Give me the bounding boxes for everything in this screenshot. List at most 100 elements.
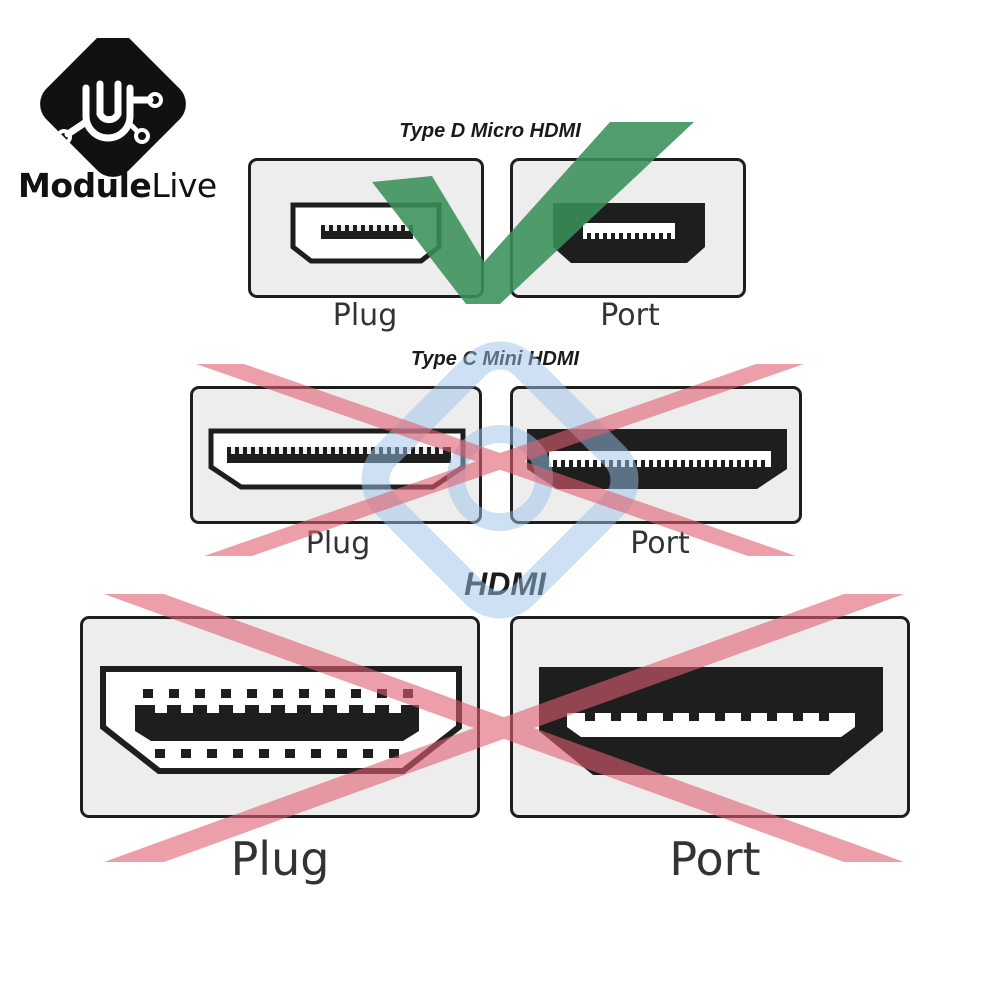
connector-pin	[359, 447, 363, 454]
connector-pin	[729, 460, 733, 467]
connector-pin	[263, 447, 267, 454]
connector-pin	[761, 460, 765, 467]
connector-pin	[657, 460, 661, 467]
hdmi-port-box	[510, 616, 910, 818]
connector-pin	[337, 705, 349, 713]
connector-pin	[617, 460, 621, 467]
connector-pin	[721, 460, 725, 467]
connector-pin	[351, 447, 355, 454]
connector-pin	[681, 460, 685, 467]
section-title-hdmi: HDMI	[464, 566, 546, 602]
type-d-plug-label: Plug	[332, 298, 398, 333]
connector-pin	[611, 713, 621, 721]
connector-pin	[233, 749, 243, 758]
hdmi-plug-label: Plug	[230, 832, 330, 886]
type-d-port-box	[510, 158, 746, 298]
connector-pin	[327, 447, 331, 454]
connector-pin	[585, 713, 595, 721]
connector-pin	[273, 689, 283, 698]
connector-pin	[715, 713, 725, 721]
connector-pin	[375, 447, 379, 454]
connector-pin	[255, 447, 259, 454]
connector-pin	[767, 713, 777, 721]
connector-pin	[143, 689, 153, 698]
connector-pin	[311, 749, 321, 758]
connector-pin	[233, 705, 245, 713]
connector-pin	[601, 460, 605, 467]
hdmi-plug-box	[80, 616, 480, 818]
connector-pin	[311, 447, 315, 454]
connector-pin	[391, 447, 395, 454]
connector-pin	[367, 447, 371, 454]
connector-pin	[553, 460, 557, 467]
section-title-type-d: Type D Micro HDMI	[399, 120, 581, 142]
connector-pin	[663, 713, 673, 721]
connector-pin	[741, 713, 751, 721]
type-c-plug-box	[190, 386, 482, 524]
connector-pin	[303, 447, 307, 454]
connector-pin	[325, 689, 335, 698]
connector-pin	[665, 460, 669, 467]
connector-pin	[577, 460, 581, 467]
type-d-plug-box	[248, 158, 484, 298]
connector-pin	[311, 705, 323, 713]
connector-pin	[383, 447, 387, 454]
connector-pin	[207, 705, 219, 713]
connector-pin	[363, 705, 375, 713]
connector-pin	[423, 447, 427, 454]
connector-pin	[247, 447, 251, 454]
connector-pin	[439, 447, 443, 454]
connector-pin	[637, 713, 647, 721]
modulelive-logo-icon	[40, 31, 186, 177]
connector-pin	[705, 460, 709, 467]
connector-pin	[295, 447, 299, 454]
connector-pin	[585, 460, 589, 467]
connector-pin	[181, 749, 191, 758]
connector-pin	[259, 749, 269, 758]
connector-pin	[285, 749, 295, 758]
connector-pin	[181, 705, 193, 713]
connector-pin	[389, 749, 399, 758]
type-c-port-label: Port	[630, 526, 690, 561]
connector-pin	[753, 460, 757, 467]
connector-pin	[561, 460, 565, 467]
connector-pin	[259, 705, 271, 713]
connector-pin	[155, 705, 167, 713]
connector-pin	[337, 749, 347, 758]
connector-pin	[221, 689, 231, 698]
brand-name: ModuleLive	[18, 166, 217, 205]
connector-pin	[399, 447, 403, 454]
connector-pin	[745, 460, 749, 467]
brand-logo	[38, 31, 188, 178]
connector-pin	[343, 447, 347, 454]
connector-pin	[689, 460, 693, 467]
connector-pin	[625, 460, 629, 467]
connector-pin	[155, 749, 165, 758]
hdmi-port-label: Port	[669, 832, 761, 886]
type-c-plug-icon	[208, 428, 466, 490]
type-d-plug-icon	[290, 202, 442, 264]
connector-pin	[649, 460, 653, 467]
connector-pin	[689, 713, 699, 721]
connector-pin	[363, 749, 373, 758]
connector-pin	[287, 447, 291, 454]
type-d-port-label: Port	[600, 298, 660, 333]
connector-pin	[609, 460, 613, 467]
connector-pin	[207, 749, 217, 758]
connector-pin	[247, 689, 257, 698]
connector-pin	[641, 460, 645, 467]
connector-pin	[673, 460, 677, 467]
section-title-type-c: Type C Mini HDMI	[410, 348, 580, 370]
type-d-port-icon	[553, 203, 705, 263]
connector-pin	[351, 689, 361, 698]
connector-pin	[713, 460, 717, 467]
connector-pin	[407, 447, 411, 454]
connector-pin	[793, 713, 803, 721]
connector-pin	[231, 447, 235, 454]
connector-pin	[819, 713, 829, 721]
connector-pin	[431, 447, 435, 454]
connector-pin	[403, 689, 413, 698]
connector-pin	[737, 460, 741, 467]
connector-pin	[271, 447, 275, 454]
hdmi-plug-icon	[100, 666, 462, 774]
